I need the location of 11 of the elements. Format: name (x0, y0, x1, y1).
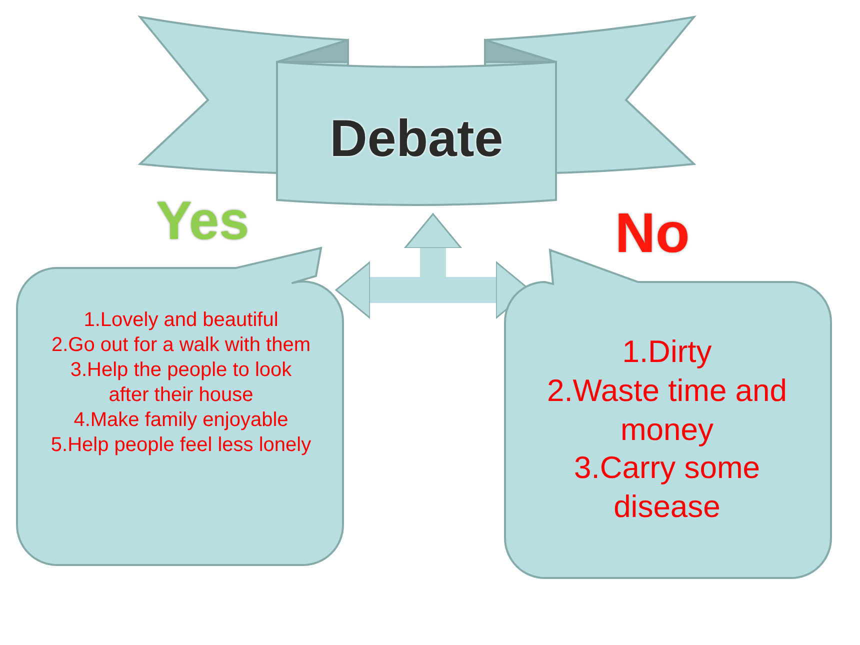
list-item: 5.Help people feel less lonely (50, 433, 312, 458)
list-item: 2.Waste time and money (546, 372, 788, 448)
title-text: Debate (328, 109, 504, 169)
list-item: 4.Make family enjoyable (72, 408, 290, 433)
list-item: 3.Help the people to look after their house (69, 358, 293, 408)
list-item: 1.Lovely and beautiful (82, 308, 280, 333)
list-item: 3.Carry some disease (572, 449, 762, 526)
list-item: 1.Dirty (621, 333, 713, 371)
heading: Yes (156, 190, 250, 252)
list-item: 2.Go out for a walk with them (50, 333, 312, 358)
heading: No (615, 200, 690, 265)
